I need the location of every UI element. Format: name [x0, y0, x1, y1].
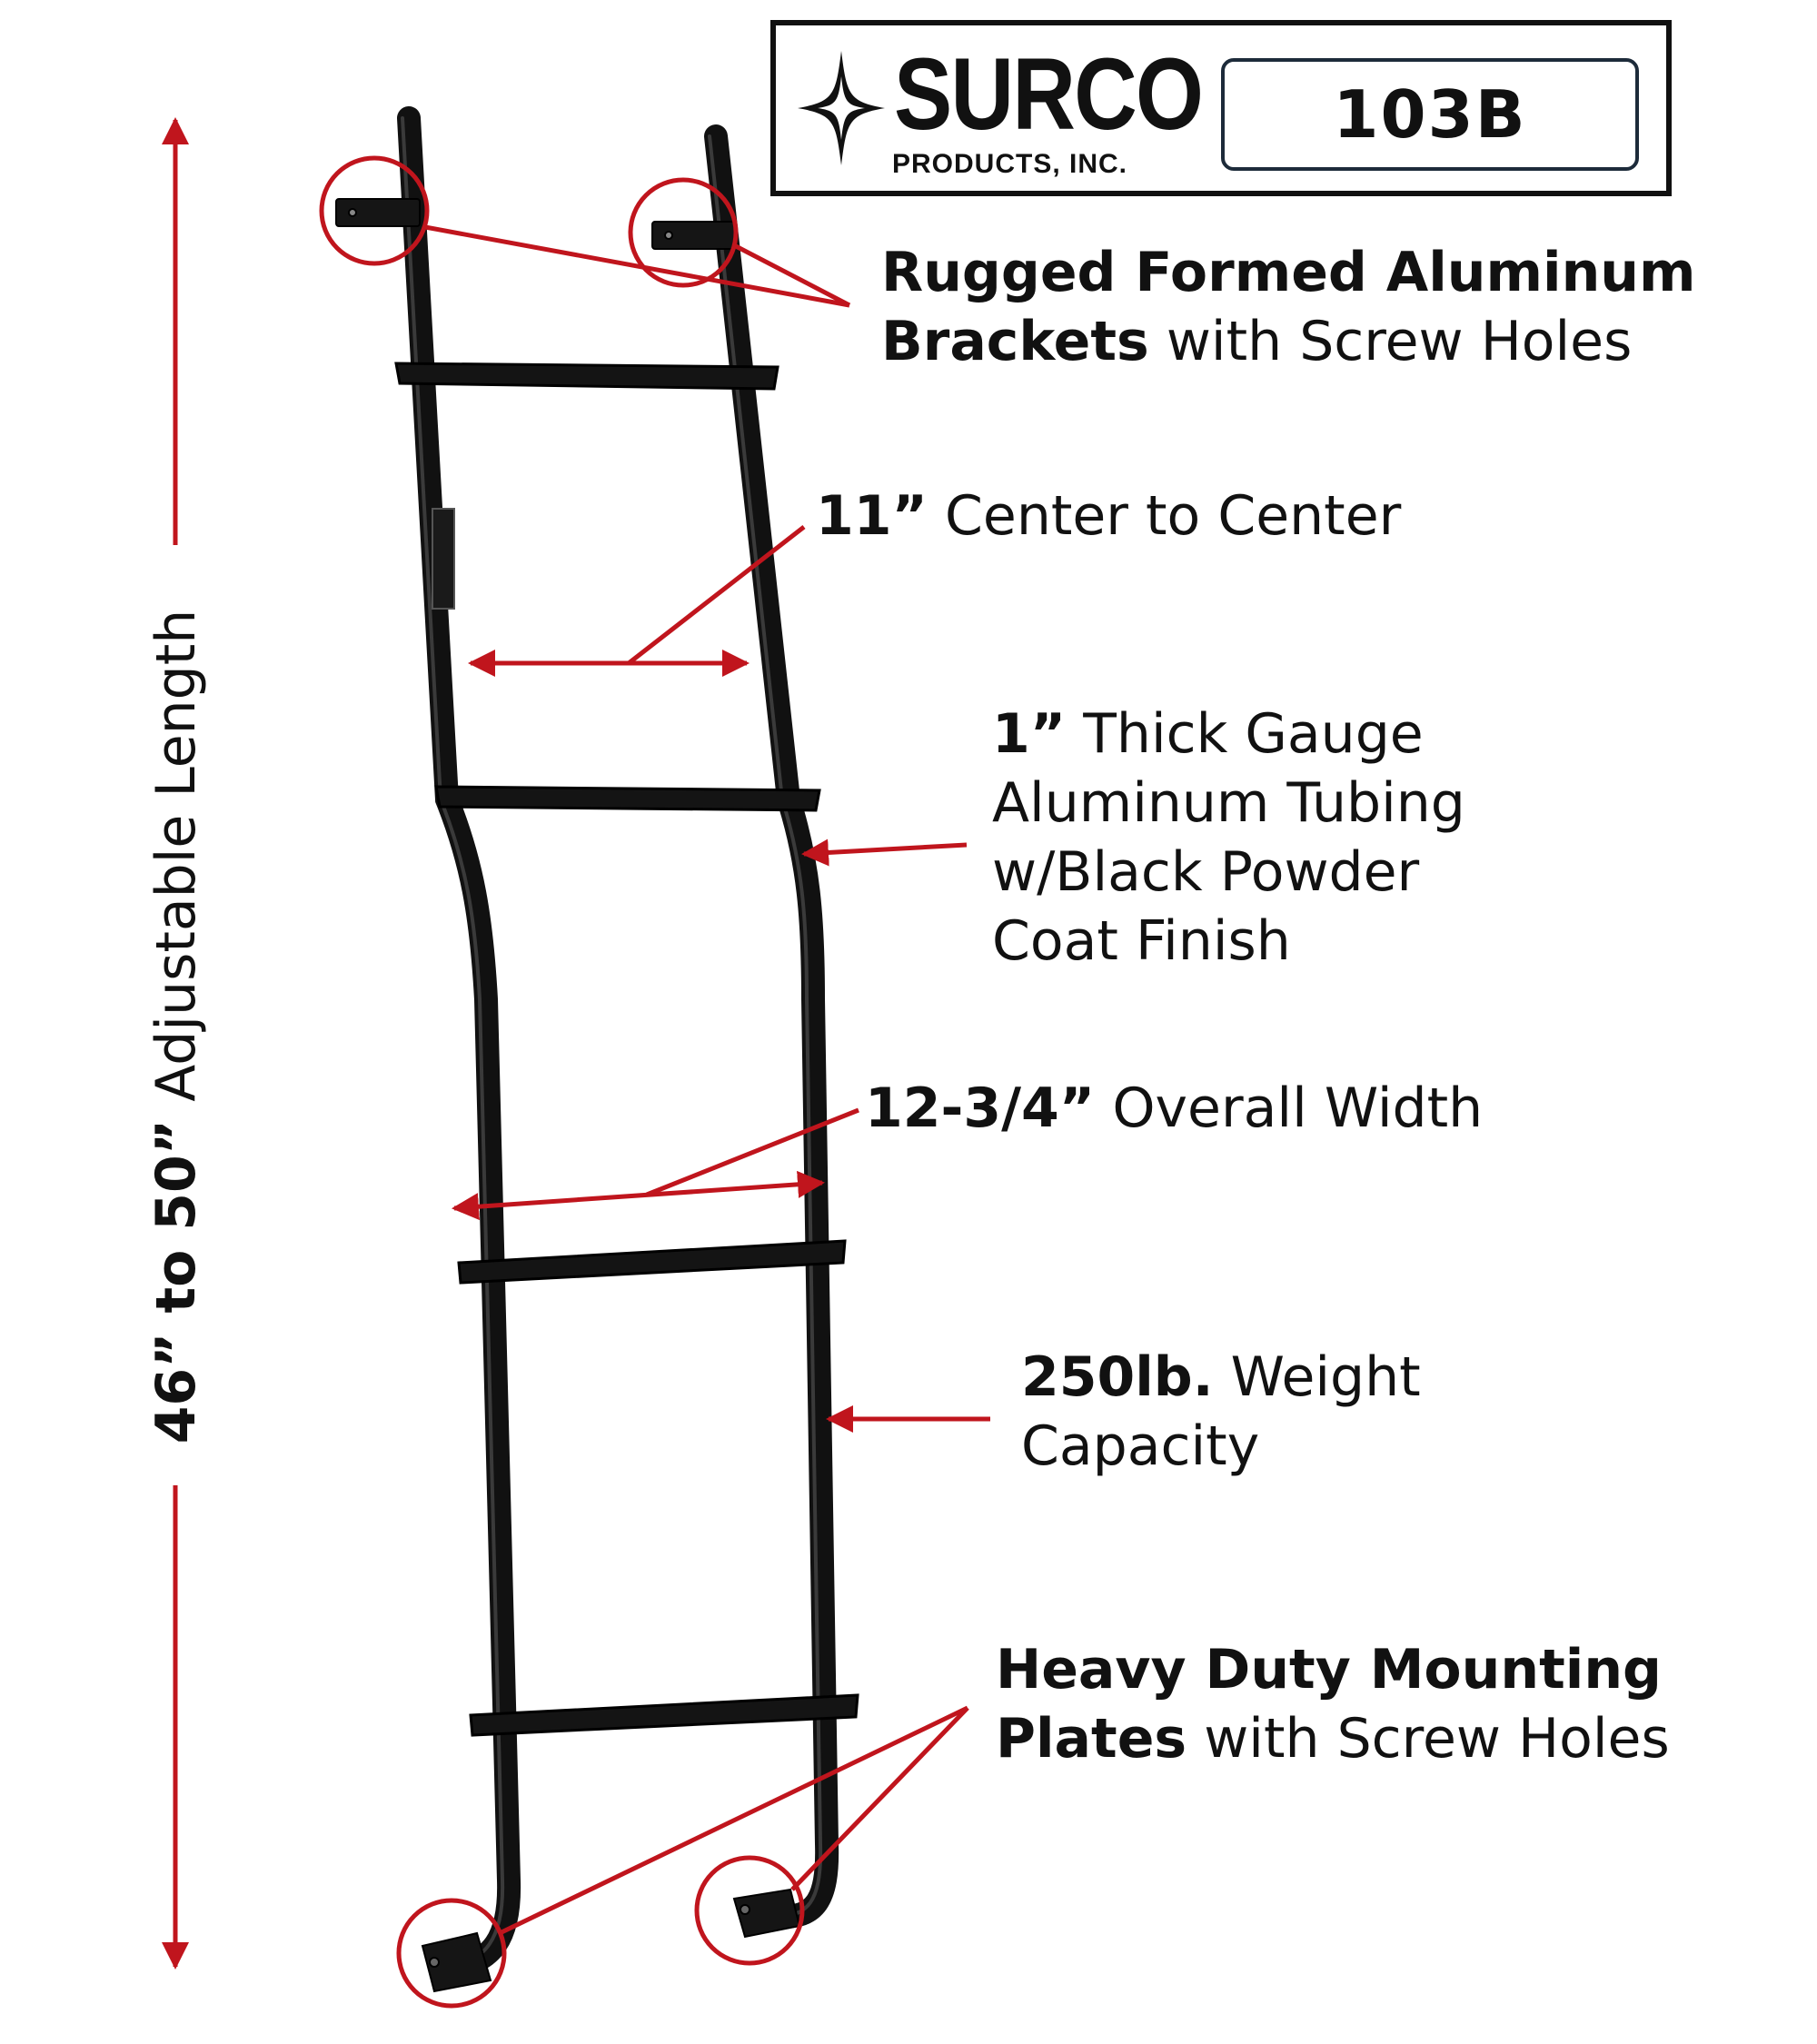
plate-circle-left — [396, 1898, 507, 2009]
adjustable-length-label: 46” to 50” Adjustable Length — [144, 610, 208, 1444]
length-value: 46” to 50” — [144, 1118, 208, 1444]
plates-label: Heavy Duty Mounting Plates with Screw Ho… — [996, 1635, 1670, 1773]
bottom-plates — [421, 1888, 801, 1993]
bracket-circle-left — [319, 155, 430, 266]
top-brackets — [335, 198, 737, 250]
model-badge: 103B — [1221, 58, 1639, 171]
right-rail — [704, 124, 839, 1929]
rung-1 — [394, 362, 779, 391]
annotations — [162, 117, 990, 2009]
rung-4 — [469, 1693, 859, 1737]
tubing-text-3: w/Black Powder — [992, 840, 1420, 904]
weight-value: 250lb. — [1021, 1345, 1214, 1409]
brackets-label: Rugged Formed Aluminum Brackets with Scr… — [881, 238, 1696, 376]
center-value: 11” — [816, 484, 928, 548]
tubing-text-2: Aluminum Tubing — [992, 771, 1465, 835]
length-text: Adjustable Length — [144, 609, 208, 1119]
rung-2 — [434, 785, 821, 812]
brand-logo-box: SURCO PRODUCTS, INC. 103B — [770, 20, 1672, 196]
left-rail — [397, 106, 521, 1979]
width-value: 12-3/4” — [865, 1077, 1096, 1140]
weight-text-2: Capacity — [1021, 1414, 1260, 1478]
brand-name: SURCO — [894, 37, 1204, 151]
width-arrow — [452, 1170, 825, 1221]
plates-bold-2: Plates — [996, 1707, 1187, 1771]
ladder-rungs — [394, 362, 859, 1737]
tubing-text-1: Thick Gauge — [1066, 702, 1424, 766]
rail-label-sticker — [432, 508, 455, 610]
plate-circle-right — [694, 1855, 805, 1966]
plates-bold-1: Heavy Duty Mounting — [996, 1638, 1662, 1702]
tubing-label: 1” Thick Gauge Aluminum Tubing w/Black P… — [992, 700, 1465, 976]
brand-subtitle: PRODUCTS, INC. — [892, 149, 1128, 179]
plates-rest: with Screw Holes — [1187, 1707, 1670, 1771]
width-label: 12-3/4” Overall Width — [865, 1074, 1483, 1143]
weight-label: 250lb. Weight Capacity — [1021, 1343, 1421, 1481]
four-point-star-icon — [798, 51, 885, 165]
center-text: Center to Center — [927, 484, 1402, 548]
ladder — [397, 106, 839, 1979]
bottom-plate-left — [421, 1931, 492, 1993]
center-label: 11” Center to Center — [816, 481, 1401, 551]
model-number: 103B — [1333, 76, 1527, 153]
bracket-circle-right — [628, 177, 739, 288]
top-bracket-left — [335, 198, 421, 227]
tubing-arrow — [801, 838, 968, 867]
rung-3 — [457, 1239, 847, 1285]
width-text: Overall Width — [1095, 1077, 1484, 1140]
weight-text-1: Weight — [1213, 1345, 1421, 1409]
tubing-text-4: Coat Finish — [992, 909, 1291, 973]
brackets-rest: with Screw Holes — [1148, 310, 1633, 373]
brackets-bold-2: Brackets — [881, 310, 1149, 373]
tubing-value: 1” — [992, 702, 1067, 766]
brackets-bold-1: Rugged Formed Aluminum — [881, 241, 1696, 304]
